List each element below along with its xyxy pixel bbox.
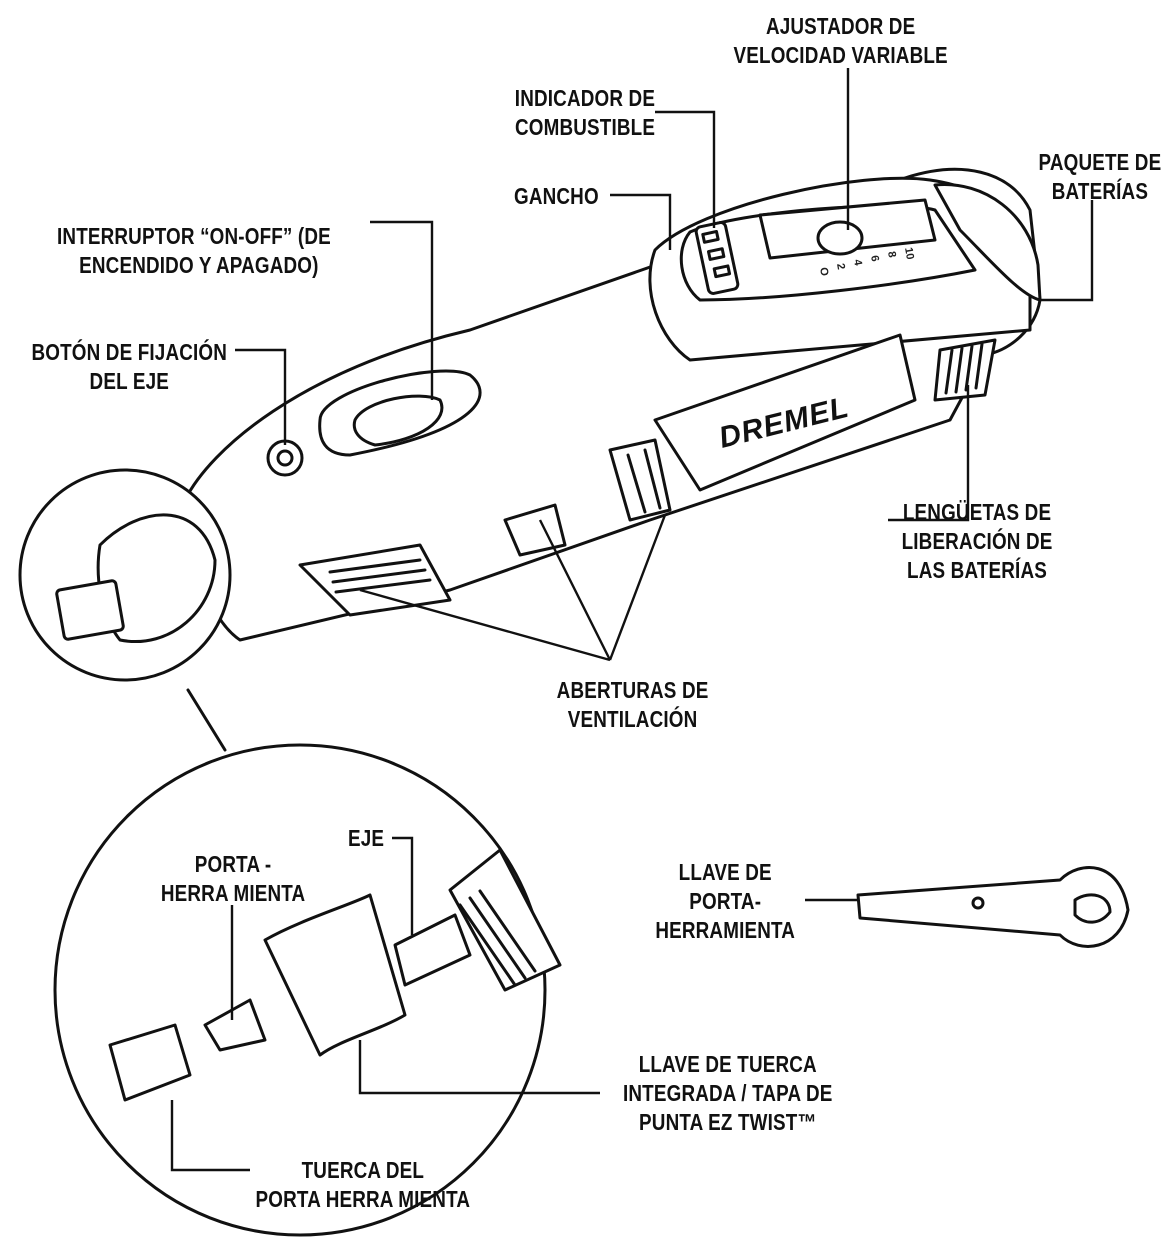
side-vents [608, 438, 672, 522]
collet-nut [108, 1023, 192, 1102]
label-vents: ABERTURAS DE VENTILACIÓN [556, 677, 709, 732]
motor-shaft-housing [448, 848, 562, 992]
label-battery-pack: PAQUETE DE BATERÍAS [1038, 149, 1162, 204]
dial-mark: 6 [868, 254, 881, 262]
label-collet-nut: TUERCA DEL PORTA HERRA MIENTA [255, 1157, 471, 1212]
leader-fuel [655, 110, 716, 228]
leader-lines [170, 68, 1094, 1172]
ez-twist-cap [263, 893, 407, 1057]
leader-lock [235, 348, 287, 445]
label-fuel-indicator: INDICADOR DE COMBUSTIBLE [514, 85, 655, 140]
dial-mark: 8 [885, 250, 898, 258]
nose-collet [55, 579, 125, 641]
leader-switch [370, 220, 434, 400]
dial-mark: O [817, 266, 830, 277]
dial-mark: 4 [851, 258, 864, 267]
leader-vents [359, 514, 667, 662]
label-shaft-lock: BOTÓN DE FIJACIÓN DEL EJE [31, 339, 228, 394]
leader-hook [610, 193, 672, 250]
label-battery-release: LENGÜETAS DE LIBERACIÓN DE LAS BATERÍAS [901, 499, 1053, 583]
collet-wrench [856, 866, 1130, 948]
label-shaft: EJE [348, 825, 385, 851]
label-collet-wrench: LLAVE DE PORTA- HERRAMIENTA [655, 859, 796, 943]
battery-pack-cap [933, 183, 1042, 302]
label-on-off-switch: INTERRUPTOR “ON-OFF” (DE ENCENDIDO Y APA… [57, 223, 331, 278]
label-speed-adjuster: AJUSTADOR DE VELOCIDAD VARIABLE [733, 13, 948, 68]
shaft [393, 913, 472, 987]
speed-slider-knob [816, 220, 864, 256]
shaft-threads [458, 889, 537, 987]
label-collet: PORTA - HERRA MIENTA [160, 851, 306, 906]
label-ez-twist-cap: LLAVE DE TUERCA INTEGRADA / TAPA DE PUNT… [622, 1051, 833, 1135]
dial-mark: 2 [834, 262, 847, 270]
leader-shaft [392, 836, 414, 935]
leader-cap [358, 1040, 600, 1095]
label-hook: GANCHO [514, 183, 599, 209]
brand-panel [653, 333, 917, 492]
leader-battery [1040, 200, 1094, 302]
leader-release [888, 385, 970, 522]
dial-mark: 10 [902, 246, 916, 260]
leader-nut [170, 1100, 250, 1172]
collet [203, 998, 267, 1052]
